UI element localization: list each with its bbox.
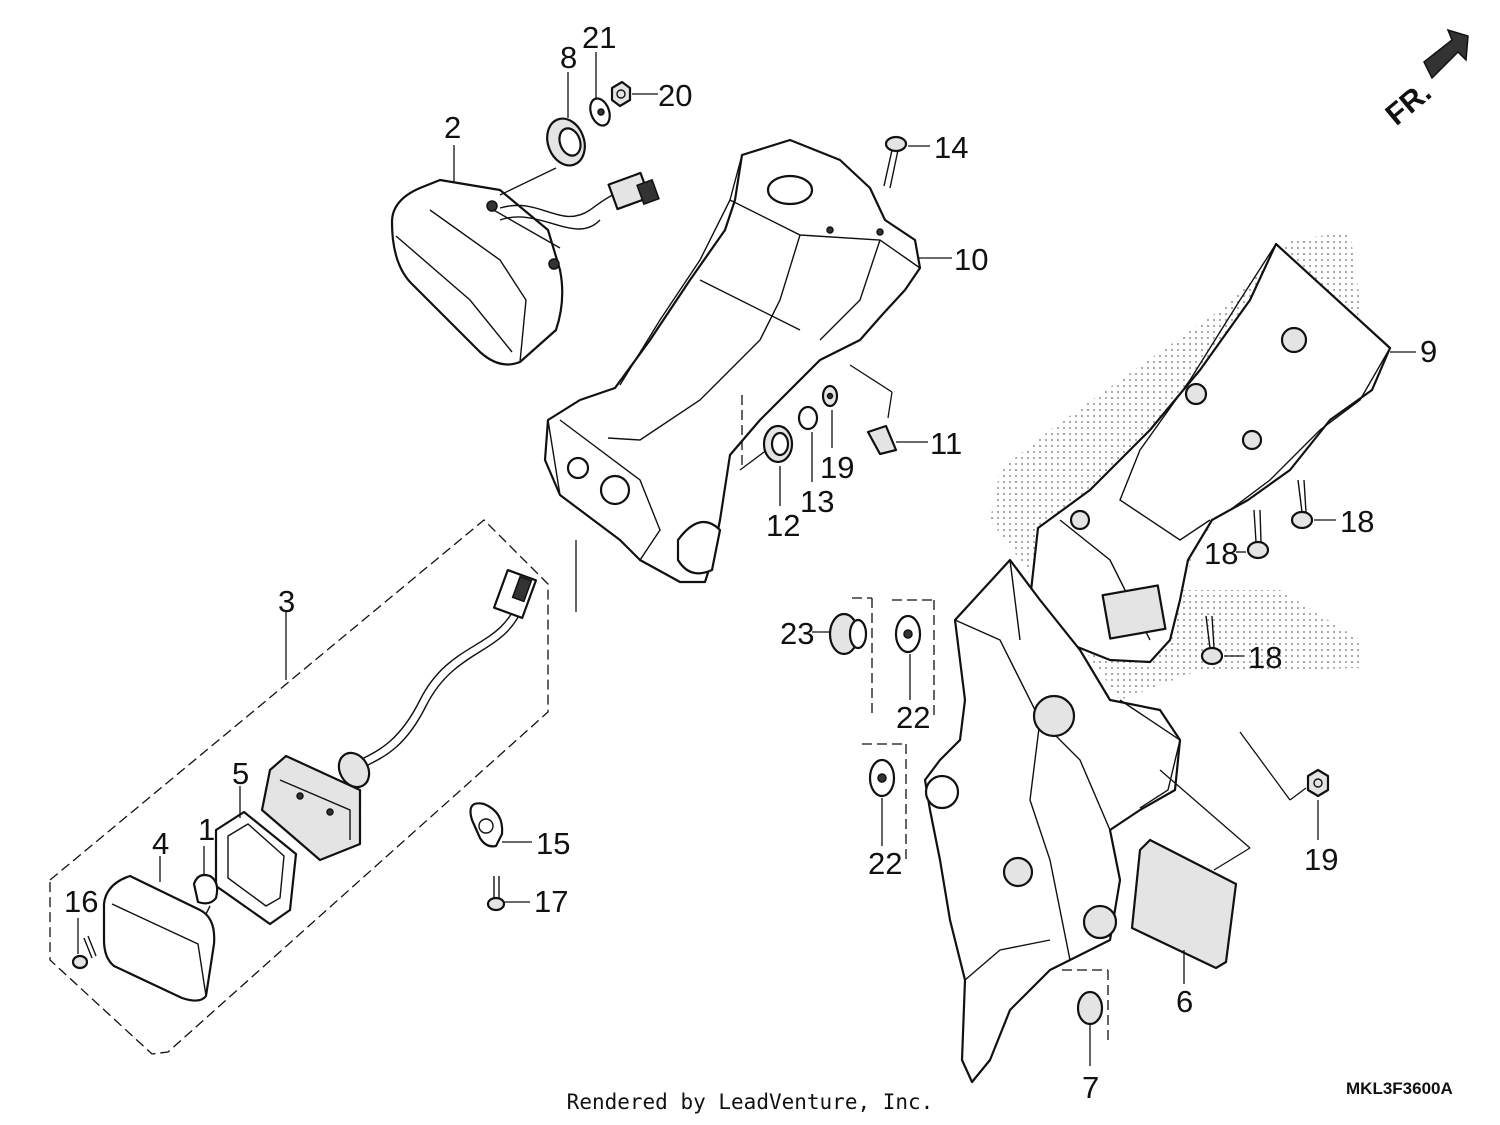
front-direction-label: FR. [1380,76,1438,132]
cap-7 [1062,969,1109,1066]
credit-line: Rendered by LeadVenture, Inc. [566,1090,934,1114]
rear-fender-upper [990,232,1416,700]
part-label-4: 4 [152,826,169,861]
part-label-16: 16 [64,884,98,919]
tail-light-assembly [390,145,660,366]
screw-18c [1200,615,1244,666]
part-label-22a: 22 [896,700,930,735]
diagram-code: MKL3F3600A [1346,1079,1453,1098]
part-label-6: 6 [1176,984,1193,1019]
part-label-8: 8 [560,40,577,75]
rear-fender-lower [923,558,1182,1084]
collar-group [812,597,935,860]
part-label-1: 1 [198,812,215,847]
part-label-17: 17 [534,884,568,919]
part-label-21: 21 [582,20,616,55]
part-label-15: 15 [536,826,570,861]
clamp-and-screw [469,802,532,912]
screw-14 [883,135,930,189]
grommet-and-nut-group [499,52,658,196]
part-label-5: 5 [232,756,249,791]
nut-19-right [1239,731,1330,840]
part-label-18a: 18 [1340,504,1374,539]
part-label-19a: 19 [820,450,854,485]
front-direction-arrow: FR. [1380,28,1469,132]
part-label-11: 11 [930,426,962,461]
part-label-12: 12 [766,508,800,543]
part-label-10: 10 [954,242,988,277]
part-label-9: 9 [1420,334,1437,369]
license-light-bracket [543,138,952,612]
part-labels: 1 2 3 4 5 6 7 8 9 10 11 12 13 14 15 16 1… [64,20,1437,1105]
license-light-assembly-box [49,519,549,1055]
part-label-18b: 18 [1204,536,1238,571]
part-label-7: 7 [1082,1070,1099,1105]
reflector [1130,769,1251,984]
screw-18-group [1200,479,1336,666]
screw-18b [1236,509,1270,560]
part-label-22b: 22 [868,846,902,881]
part-label-2: 2 [444,110,461,145]
part-label-3: 3 [278,584,295,619]
part-label-20: 20 [658,78,692,113]
part-label-14: 14 [934,130,968,165]
part-label-19b: 19 [1304,842,1338,877]
part-label-18c: 18 [1248,640,1282,675]
part-label-13: 13 [800,484,834,519]
screw-18a [1290,479,1336,530]
mount-hardware-group [762,384,928,506]
part-label-23: 23 [780,616,814,651]
